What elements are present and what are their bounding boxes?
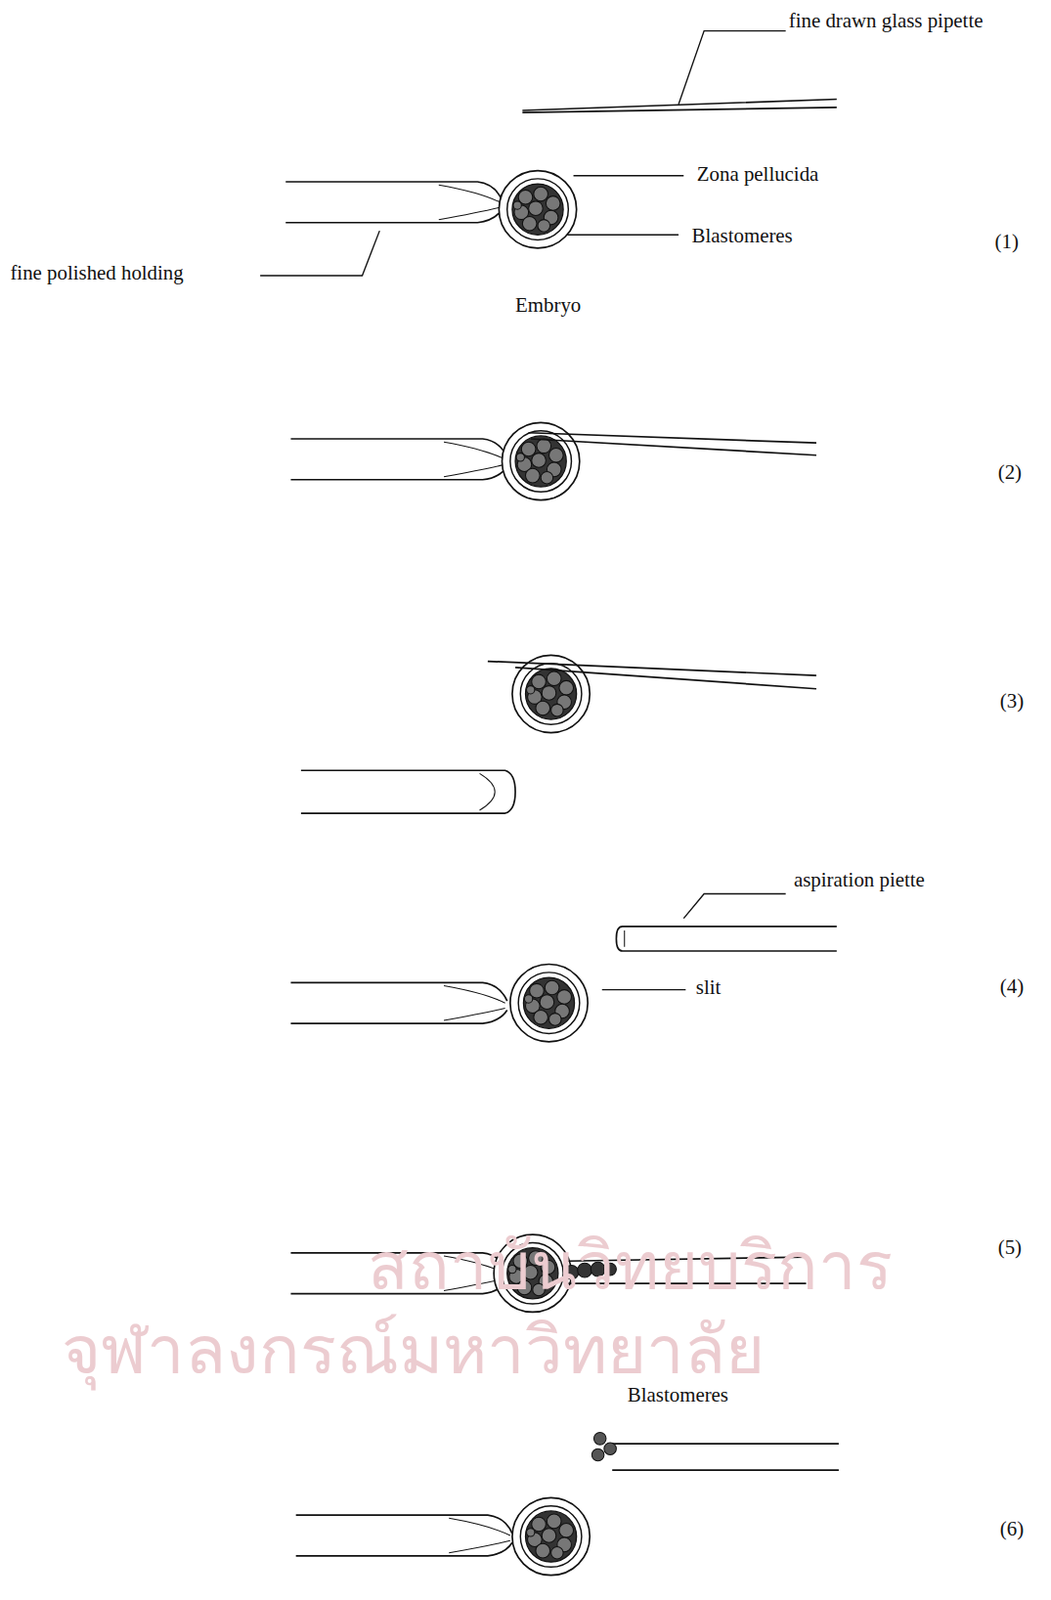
step-number: (1) xyxy=(995,230,1019,254)
pipette-label: fine drawn glass pipette xyxy=(788,9,984,33)
pipette-label: aspiration piette xyxy=(793,869,925,892)
part-label: Zona pellucida xyxy=(697,163,820,186)
pipette-label: fine polished holding xyxy=(9,262,183,285)
step-number: (3) xyxy=(1000,690,1024,713)
part-label: Blastomeres xyxy=(692,224,793,248)
part-label: slit xyxy=(696,976,722,1000)
step-number: (4) xyxy=(1000,975,1024,999)
watermark-text: จุฬาลงกรณ์มหาวิทยาลัย xyxy=(61,1313,765,1389)
watermark-text: สถาบันวิทยบริการ xyxy=(367,1229,893,1305)
step-number: (2) xyxy=(998,461,1022,484)
part-label: Embryo xyxy=(515,294,581,317)
step-number: (5) xyxy=(998,1236,1022,1260)
step-number: (6) xyxy=(1000,1518,1024,1541)
